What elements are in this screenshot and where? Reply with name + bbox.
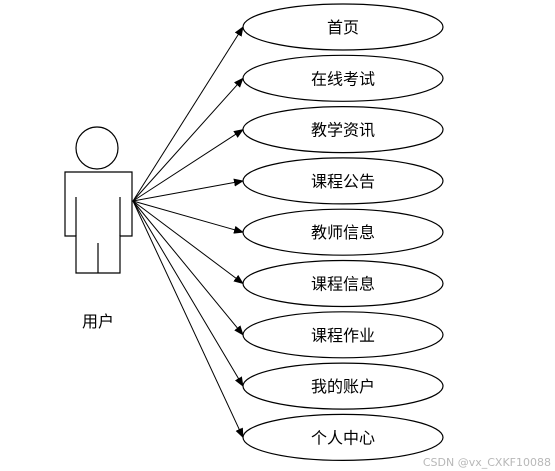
association-arrow-online-exam [132,77,244,202]
use-case-course-homework: 课程作业 [242,311,444,359]
use-case-course-notice: 课程公告 [242,157,444,205]
actor-head [75,126,119,170]
association-arrow-teaching-news [132,129,244,202]
association-arrow-personal-center [132,200,244,439]
use-case-ellipse [242,54,444,102]
association-arrow-my-account [132,200,244,387]
use-case-label: 课程作业 [311,326,375,345]
use-case-online-exam: 在线考试 [242,54,444,102]
use-case-home: 首页 [242,3,444,51]
use-case-label: 教学资讯 [311,121,375,140]
use-case-ellipse [242,362,444,410]
use-case-teacher-info: 教师信息 [242,208,444,256]
use-case-course-info: 课程信息 [242,259,444,308]
actor-label: 用户 [82,312,114,331]
use-case-label: 我的账户 [311,377,375,396]
use-case-label: 课程信息 [311,275,375,294]
use-case-teaching-news: 教学资讯 [242,106,444,154]
use-case-label: 首页 [327,18,359,37]
watermark: CSDN @vx_CXKF10088 [423,456,551,469]
use-case-ellipse [242,259,444,308]
association-arrows [132,26,244,439]
use-case-ellipse [242,3,444,51]
use-case-label: 教师信息 [311,223,375,242]
use-case-ellipse [242,413,444,461]
use-case-my-account: 我的账户 [242,362,444,410]
use-case-ellipse [242,157,444,205]
association-arrow-course-homework [132,200,244,336]
use-case-ellipse [242,106,444,154]
use-case-ellipse [242,311,444,359]
use-case-label: 课程公告 [311,172,375,191]
use-case-ellipse [242,208,444,256]
use-case-personal-center: 个人中心 [242,413,444,461]
association-arrow-teacher-info [132,200,244,234]
actor-body [64,171,133,274]
association-arrow-course-notice [132,178,244,202]
actor-figure [64,126,133,274]
use-case-label: 在线考试 [311,69,375,88]
association-arrow-home [132,26,244,202]
association-arrow-course-info [132,200,244,285]
use-case-label: 个人中心 [311,428,375,447]
